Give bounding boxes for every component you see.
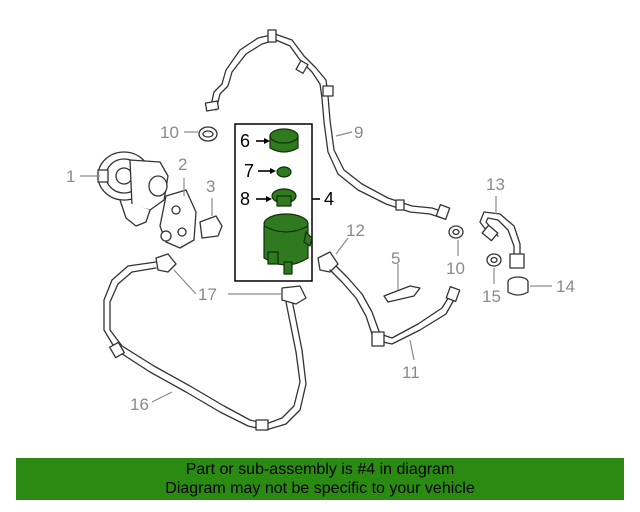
hose-part-16 (103, 261, 307, 431)
line-part-11 (329, 265, 461, 347)
callout-14: 14 (556, 277, 575, 296)
callout-12: 12 (346, 221, 365, 240)
bracket-part-3 (199, 215, 223, 239)
cap-part-6 (269, 128, 299, 153)
clamp-part-17 (155, 253, 307, 305)
callout-11: 11 (402, 363, 420, 382)
callout-6: 6 (240, 131, 250, 151)
callout-7: 7 (244, 161, 254, 181)
pump-part-1 (97, 151, 169, 227)
assembly-box-4 (234, 123, 313, 282)
callout-4: 4 (324, 189, 334, 209)
seal-part-7 (276, 166, 292, 178)
callout-1: 1 (66, 167, 75, 186)
reservoir (263, 213, 313, 275)
callout-9: 9 (354, 123, 363, 142)
hose-part-9 (204, 29, 451, 220)
callout-16: 16 (130, 395, 149, 414)
banner-line-1: Part or sub-assembly is #4 in diagram (185, 461, 455, 478)
callout-10-left: 10 (160, 123, 179, 142)
parts-diagram: 1 2 3 4 5 6 7 8 9 10 10 11 12 13 14 15 1… (66, 29, 575, 431)
callout-17: 17 (198, 285, 217, 304)
clamp-part-12 (317, 251, 339, 273)
callout-8: 8 (240, 189, 250, 209)
washer-part-10-right (448, 225, 464, 239)
leader-lines (80, 131, 552, 403)
assembly-leaders (256, 138, 320, 202)
callout-15: 15 (482, 287, 501, 306)
bracket-part-5 (383, 285, 421, 303)
fitting-part-14 (507, 276, 529, 296)
info-banner: Part or sub-assembly is #4 in diagram Di… (16, 458, 624, 500)
strainer-part-8 (271, 188, 297, 207)
callout-13: 13 (486, 175, 505, 194)
bracket-part-2 (159, 189, 197, 249)
callout-3: 3 (206, 177, 215, 196)
washer-part-15 (486, 253, 502, 267)
washer-part-10-left (198, 126, 218, 142)
banner-line-2: Diagram may not be specific to your vehi… (165, 480, 475, 497)
callout-5: 5 (391, 249, 400, 268)
callout-10-right: 10 (446, 259, 465, 278)
line-part-13 (479, 211, 525, 269)
callout-2: 2 (178, 155, 187, 174)
